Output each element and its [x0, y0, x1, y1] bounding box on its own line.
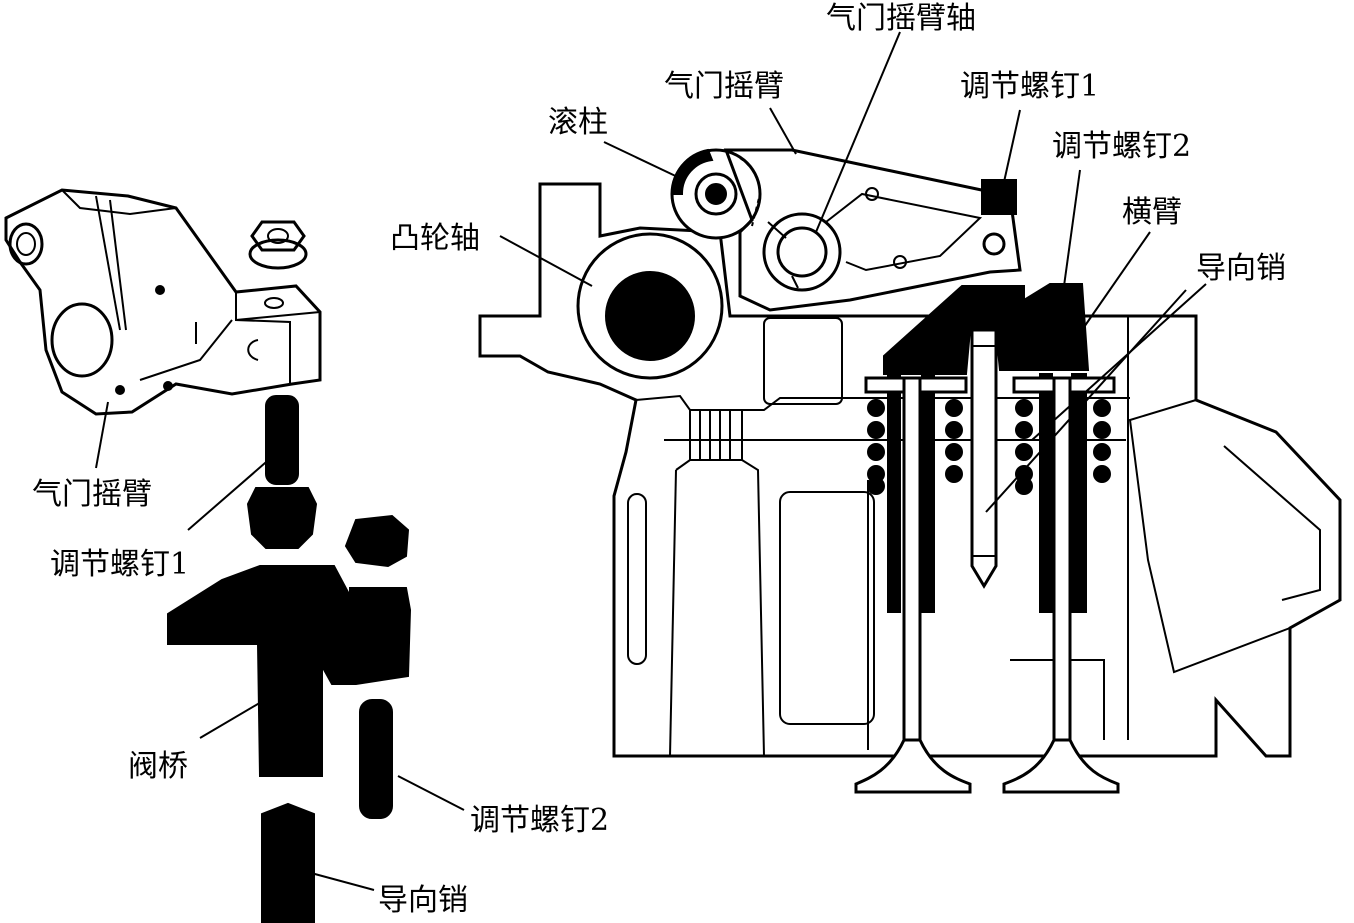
label-rocker-shaft: 气门摇臂轴: [826, 1, 976, 36]
label-exploded-guide-pin: 导向销: [378, 883, 468, 918]
label-roller: 滚柱: [548, 105, 608, 140]
exploded-guide-pin: [261, 802, 315, 923]
label-exploded-valve-bridge: 阀桥: [128, 749, 188, 784]
exploded-nut: [248, 220, 308, 270]
threaded-sleeve: [669, 409, 765, 757]
label-exploded-adjusting-screw-2: 调节螺钉2: [470, 803, 609, 838]
cross-section-view: 气门摇臂轴 气门摇臂 滚柱 凸轮轴 调节螺钉1 调节螺钉2 横臂 导向销: [390, 1, 1342, 794]
label-exploded-rocker-arm: 气门摇臂: [32, 477, 152, 512]
label-rocker-arm: 气门摇臂: [664, 69, 784, 104]
guide-pin: [970, 328, 998, 589]
valve-left: [854, 376, 972, 794]
exploded-rocker-arm: [4, 188, 322, 416]
label-exploded-adjusting-screw-1: 调节螺钉1: [50, 547, 189, 582]
exploded-adjusting-screw-1: [246, 395, 318, 549]
cylinder-head-outline: [478, 182, 1342, 758]
camshaft: [576, 232, 724, 380]
label-adjusting-screw-1: 调节螺钉1: [960, 69, 1099, 104]
label-camshaft: 凸轮轴: [390, 221, 480, 256]
exploded-view: 气门摇臂 调节螺钉1 阀桥 调节螺钉2 导向销: [4, 188, 609, 923]
label-guide-pin: 导向销: [1196, 251, 1286, 286]
exploded-adjusting-screw-2: [359, 699, 393, 819]
roller: [670, 148, 762, 240]
exploded-valve-bridge: [167, 565, 412, 777]
exploded-nut-2: [344, 514, 410, 568]
rocker-arm: [723, 148, 1022, 312]
adjusting-screw-1: [981, 179, 1017, 215]
label-cross-arm: 横臂: [1122, 195, 1182, 230]
valve-right: [1002, 376, 1120, 794]
label-adjusting-screw-2: 调节螺钉2: [1052, 129, 1191, 164]
